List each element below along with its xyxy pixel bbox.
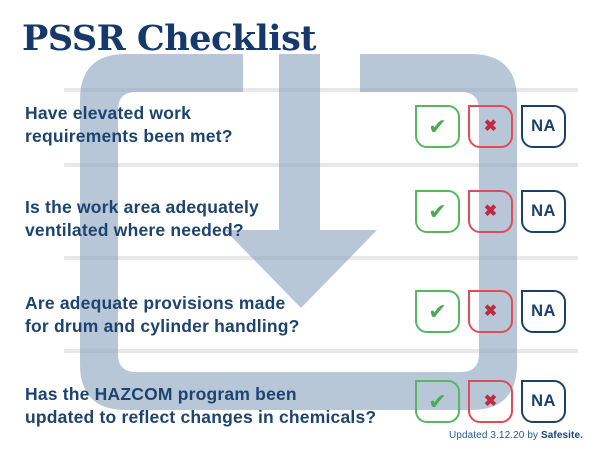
yes-checkbox[interactable]: ✔ (415, 190, 460, 233)
option-group: ✔ ✖ NA (415, 290, 566, 333)
footer-note: Updated 3.12.20 by Safesite. (449, 430, 583, 441)
question-line: updated to reflect changes in chemicals? (25, 407, 377, 427)
na-checkbox[interactable]: NA (521, 190, 566, 233)
check-icon: ✔ (428, 298, 447, 324)
x-icon: ✖ (483, 202, 498, 220)
check-icon: ✔ (428, 198, 447, 224)
no-checkbox[interactable]: ✖ (468, 105, 513, 148)
check-icon: ✔ (428, 113, 447, 139)
yes-checkbox[interactable]: ✔ (415, 380, 460, 423)
question-line: Have elevated work (25, 103, 192, 123)
row-divider (64, 163, 578, 167)
row-divider (64, 256, 578, 260)
question-text: Has the HAZCOM program been updated to r… (25, 383, 376, 429)
no-checkbox[interactable]: ✖ (468, 190, 513, 233)
question-text: Are adequate provisions made for drum an… (25, 292, 300, 338)
question-line: Are adequate provisions made (25, 293, 286, 313)
na-label: NA (531, 302, 556, 320)
brand-name: Safesite. (540, 430, 583, 441)
option-group: ✔ ✖ NA (415, 380, 566, 423)
no-checkbox[interactable]: ✖ (468, 290, 513, 333)
x-icon: ✖ (483, 392, 498, 410)
na-checkbox[interactable]: NA (521, 290, 566, 333)
yes-checkbox[interactable]: ✔ (415, 105, 460, 148)
no-checkbox[interactable]: ✖ (468, 380, 513, 423)
option-group: ✔ ✖ NA (415, 190, 566, 233)
na-label: NA (531, 202, 556, 220)
row-divider (64, 88, 578, 92)
x-icon: ✖ (483, 117, 498, 135)
page-title: PSSR Checklist (22, 18, 316, 59)
question-line: Has the HAZCOM program been (25, 384, 297, 404)
question-text: Have elevated work requirements been met… (25, 102, 233, 148)
na-checkbox[interactable]: NA (521, 380, 566, 423)
na-label: NA (531, 392, 556, 410)
na-label: NA (531, 117, 556, 135)
footer-updated-text: Updated 3.12.20 by (448, 430, 541, 441)
x-icon: ✖ (483, 302, 498, 320)
question-text: Is the work area adequately ventilated w… (25, 196, 259, 242)
yes-checkbox[interactable]: ✔ (415, 290, 460, 333)
question-line: ventilated where needed? (25, 220, 244, 240)
option-group: ✔ ✖ NA (415, 105, 566, 148)
question-line: Is the work area adequately (25, 197, 259, 217)
row-divider (64, 349, 578, 353)
check-icon: ✔ (428, 388, 447, 414)
question-line: for drum and cylinder handling? (25, 316, 300, 336)
na-checkbox[interactable]: NA (521, 105, 566, 148)
question-line: requirements been met? (25, 126, 233, 146)
